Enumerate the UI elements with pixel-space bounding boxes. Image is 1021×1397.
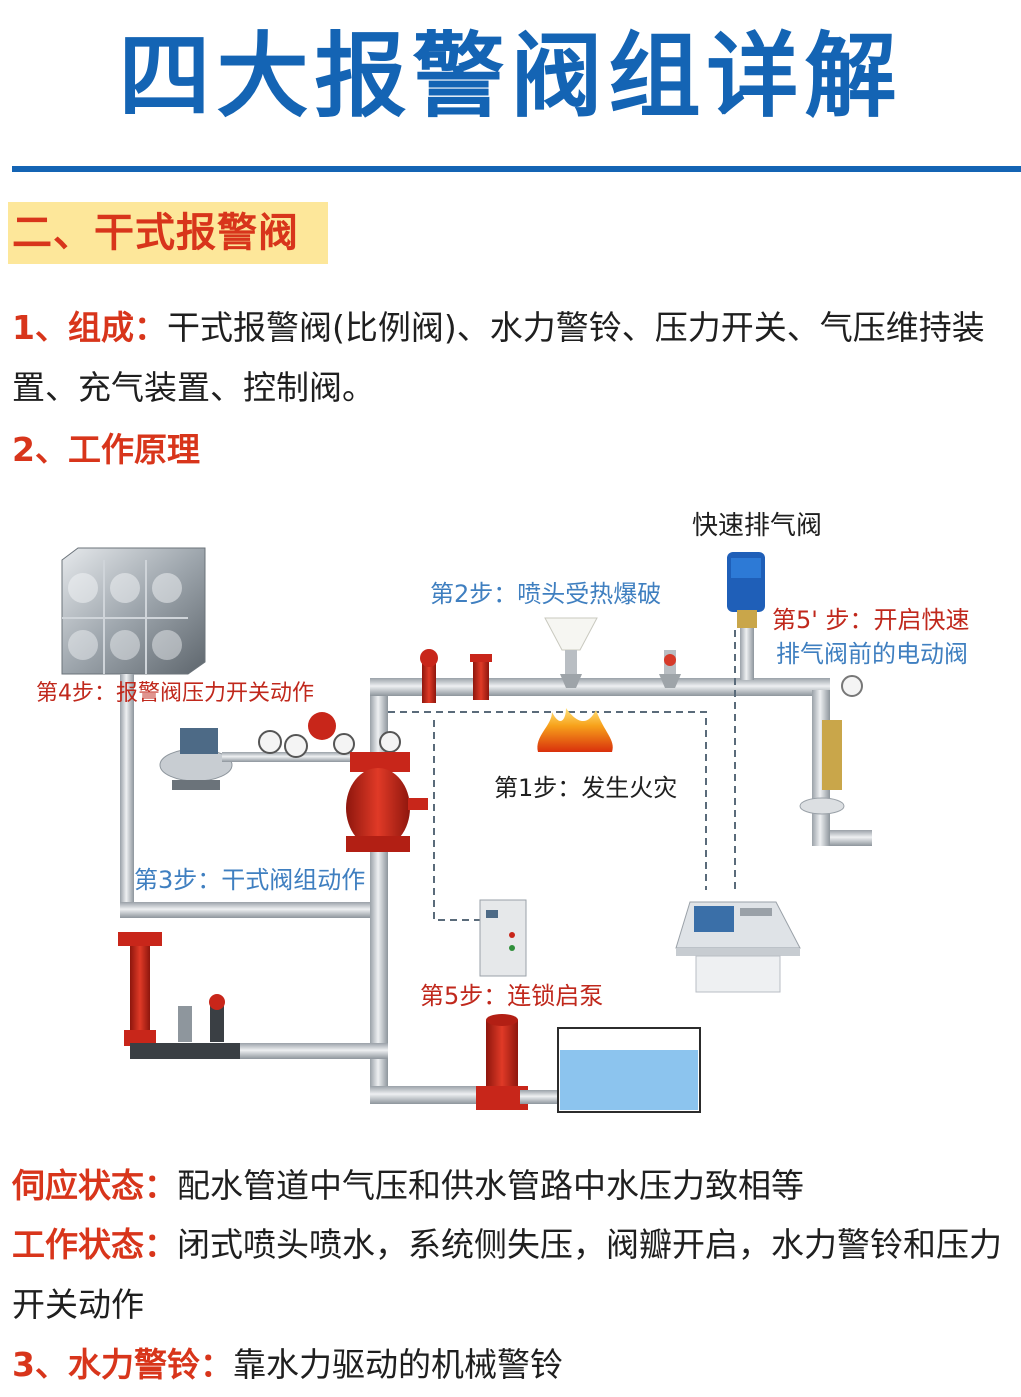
working-state-label: 工作状态：: [12, 1225, 177, 1264]
sprinkler-heads: [544, 617, 681, 688]
step3-label: 第3步：干式阀组动作: [134, 866, 365, 894]
composition-paragraph: 1、组成：干式报警阀(比例阀)、水力警铃、压力开关、气压维持装置、充气装置、控制…: [12, 298, 1012, 418]
dry-alarm-valve: [308, 712, 428, 852]
step4-label: 第4步：报警阀压力开关动作: [36, 681, 314, 706]
working-state-text: 闭式喷头喷水，系统侧失压，阀瓣开启，水力警铃和压力开关动作: [12, 1225, 1002, 1324]
page-title: 四大报警阀组详解: [118, 23, 903, 130]
quick-exhaust-valve-label: 快速排气阀: [692, 511, 822, 541]
quick-exhaust-valve: [727, 552, 765, 628]
fire-alarm-control-panel: [675, 901, 801, 993]
step5-label: 第5步：连锁启泵: [420, 982, 603, 1010]
principle-heading: 2、工作原理: [12, 430, 200, 469]
sprinkler-head: [659, 650, 681, 688]
pump-control-cabinet: [479, 899, 527, 977]
air-compressor: [159, 728, 362, 790]
sprinkler-head-burst: [544, 617, 598, 688]
dry-alarm-valve-diagram: 快速排气阀 第2步：喷头受热爆破 第5' 步：开启快速 排气阀前的电动阀 第4步…: [36, 511, 970, 1113]
water-motor-gong-paragraph: 3、水力警铃：靠水力驱动的机械警铃: [12, 1335, 1012, 1395]
standby-state-text: 配水管道中气压和供水管路中水压力致相等: [177, 1166, 804, 1205]
water-pool: [557, 1027, 701, 1113]
step1-label: 第1步：发生火灾: [494, 774, 677, 802]
composition-text: 干式报警阀(比例阀)、水力警铃、压力开关、气压维持装置、充气装置、控制阀。: [12, 308, 985, 407]
signal-valves: [420, 649, 492, 703]
fire-flame: [537, 708, 613, 752]
standby-state-paragraph: 伺应状态：配水管道中气压和供水管路中水压力致相等: [12, 1156, 1012, 1216]
standby-state-label: 伺应状态：: [12, 1166, 177, 1205]
water-motor-gong-label: 3、水力警铃：: [12, 1345, 233, 1384]
step5b-label-line1: 第5' 步：开启快速: [772, 606, 970, 634]
water-tank: [61, 547, 206, 675]
composition-label: 1、组成：: [12, 308, 167, 347]
title-divider: [12, 166, 1021, 172]
pressure-gauge-right: [799, 675, 863, 815]
water-motor-gong-text: 靠水力驱动的机械警铃: [232, 1345, 563, 1384]
signal-lines: [388, 630, 736, 921]
section-highlight: [8, 202, 328, 264]
section-heading: 二、干式报警阀: [12, 210, 299, 256]
fire-pump: [476, 1014, 558, 1110]
step2-label: 第2步：喷头受热爆破: [430, 580, 661, 608]
hydrant-and-gate-valves: [118, 932, 240, 1059]
step5b-label-line2: 排气阀前的电动阀: [776, 640, 968, 668]
working-state-paragraph: 工作状态：闭式喷头喷水，系统侧失压，阀瓣开启，水力警铃和压力开关动作: [12, 1215, 1012, 1335]
